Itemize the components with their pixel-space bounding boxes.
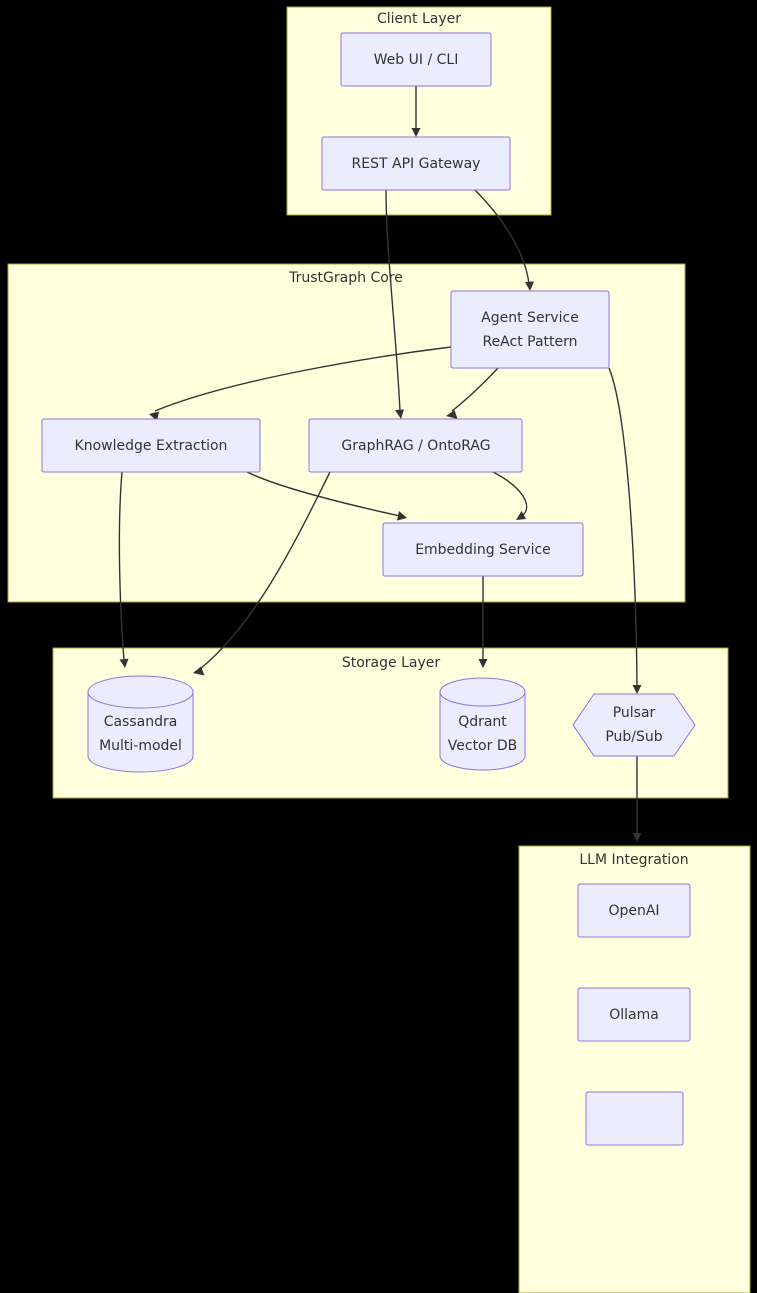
node-graphrag-ontorag[interactable]: GraphRAG / OntoRAG <box>308 418 523 473</box>
node-embedding-service-label: Embedding Service <box>415 542 551 558</box>
node-rest-api-gateway-label: REST API Gateway <box>352 156 481 172</box>
node-ollama[interactable]: Ollama <box>577 987 691 1042</box>
edge-knowledge-extraction-to-embedding-service-arrowhead <box>397 511 407 521</box>
node-qdrant-cylinder-body[interactable] <box>439 691 526 771</box>
node-web-ui-cli-label: Web UI / CLI <box>374 52 459 68</box>
node-ollama-label: Ollama <box>609 1007 659 1023</box>
cluster-llm-integration-label: LLM Integration <box>579 852 688 868</box>
node-pulsar-label-line1: Pulsar <box>613 705 656 721</box>
node-agent-service-label-line2: ReAct Pattern <box>482 334 577 350</box>
node-llm-third[interactable] <box>585 1091 684 1146</box>
node-embedding-service-rect[interactable] <box>382 522 584 577</box>
node-cassandra-label-line2: Multi-model <box>99 738 182 754</box>
edge-rest-api-to-agent-service <box>474 189 530 285</box>
node-graphrag-ontorag-label: GraphRAG / OntoRAG <box>341 438 490 454</box>
node-cassandra-cylinder-body[interactable] <box>87 691 194 773</box>
node-pulsar-label-line2: Pub/Sub <box>605 729 662 745</box>
node-web-ui-cli[interactable]: Web UI / CLI <box>340 32 492 87</box>
edge-pulsar-to-llm-integration-arrowhead <box>632 833 642 842</box>
node-knowledge-extraction[interactable]: Knowledge Extraction <box>41 418 261 473</box>
node-web-ui-cli-rect[interactable] <box>340 32 492 87</box>
edge-agent-service-to-knowledge-extraction <box>154 346 452 412</box>
edge-knowledge-extraction-to-embedding-service <box>246 471 401 517</box>
node-cassandra-label-line1: Cassandra <box>104 714 178 730</box>
edge-agent-service-to-pulsar-arrowhead <box>632 685 642 694</box>
edge-graphrag-to-embedding-service <box>492 471 528 517</box>
edge-knowledge-extraction-to-cassandra <box>118 471 125 661</box>
node-cassandra[interactable]: Cassandra Multi-model <box>87 675 194 773</box>
node-agent-service[interactable]: Agent Service ReAct Pattern <box>450 290 610 369</box>
node-pulsar[interactable]: Pulsar Pub/Sub <box>572 693 696 757</box>
node-pulsar-hexagon[interactable] <box>572 693 696 757</box>
node-llm-third-rect[interactable] <box>585 1091 684 1146</box>
edge-rest-api-to-agent-service-arrowhead <box>525 281 534 291</box>
node-rest-api-gateway-rect[interactable] <box>321 136 511 191</box>
cluster-storage-layer-label: Storage Layer <box>342 655 441 671</box>
node-agent-service-label-line1: Agent Service <box>481 310 579 326</box>
edge-knowledge-extraction-to-cassandra-arrowhead <box>119 658 129 668</box>
edge-rest-api-to-graphrag <box>385 189 401 412</box>
node-knowledge-extraction-label: Knowledge Extraction <box>75 438 228 454</box>
edge-rest-api-to-graphrag-arrowhead <box>395 409 404 419</box>
node-cassandra-cylinder-top <box>87 675 194 709</box>
node-qdrant-cylinder-top <box>439 677 526 707</box>
node-openai[interactable]: OpenAI <box>577 883 691 938</box>
cluster-client-layer-label: Client Layer <box>377 11 461 27</box>
edge-agent-service-to-pulsar <box>608 367 638 687</box>
edge-web-ui-to-rest-api-arrowhead <box>411 128 421 137</box>
node-openai-rect[interactable] <box>577 883 691 938</box>
node-agent-service-rect[interactable] <box>450 290 610 369</box>
edge-graphrag-to-cassandra-arrowhead <box>193 666 205 676</box>
node-graphrag-ontorag-rect[interactable] <box>308 418 523 473</box>
cluster-trustgraph-core-label: TrustGraph Core <box>288 270 403 286</box>
node-qdrant[interactable]: Qdrant Vector DB <box>439 677 526 771</box>
edge-embedding-service-to-qdrant-arrowhead <box>478 659 488 668</box>
node-knowledge-extraction-rect[interactable] <box>41 418 261 473</box>
node-qdrant-label-line2: Vector DB <box>448 738 517 754</box>
edge-graphrag-to-embedding-service-arrowhead <box>516 511 526 520</box>
node-embedding-service[interactable]: Embedding Service <box>382 522 584 577</box>
node-openai-label: OpenAI <box>608 903 659 919</box>
node-ollama-rect[interactable] <box>577 987 691 1042</box>
edge-agent-service-to-graphrag <box>451 367 499 412</box>
edge-agent-service-to-graphrag-arrowhead <box>446 410 458 419</box>
node-qdrant-label-line1: Qdrant <box>458 714 507 730</box>
node-rest-api-gateway[interactable]: REST API Gateway <box>321 136 511 191</box>
edges-group <box>118 86 642 842</box>
edge-graphrag-to-cassandra <box>199 471 331 670</box>
